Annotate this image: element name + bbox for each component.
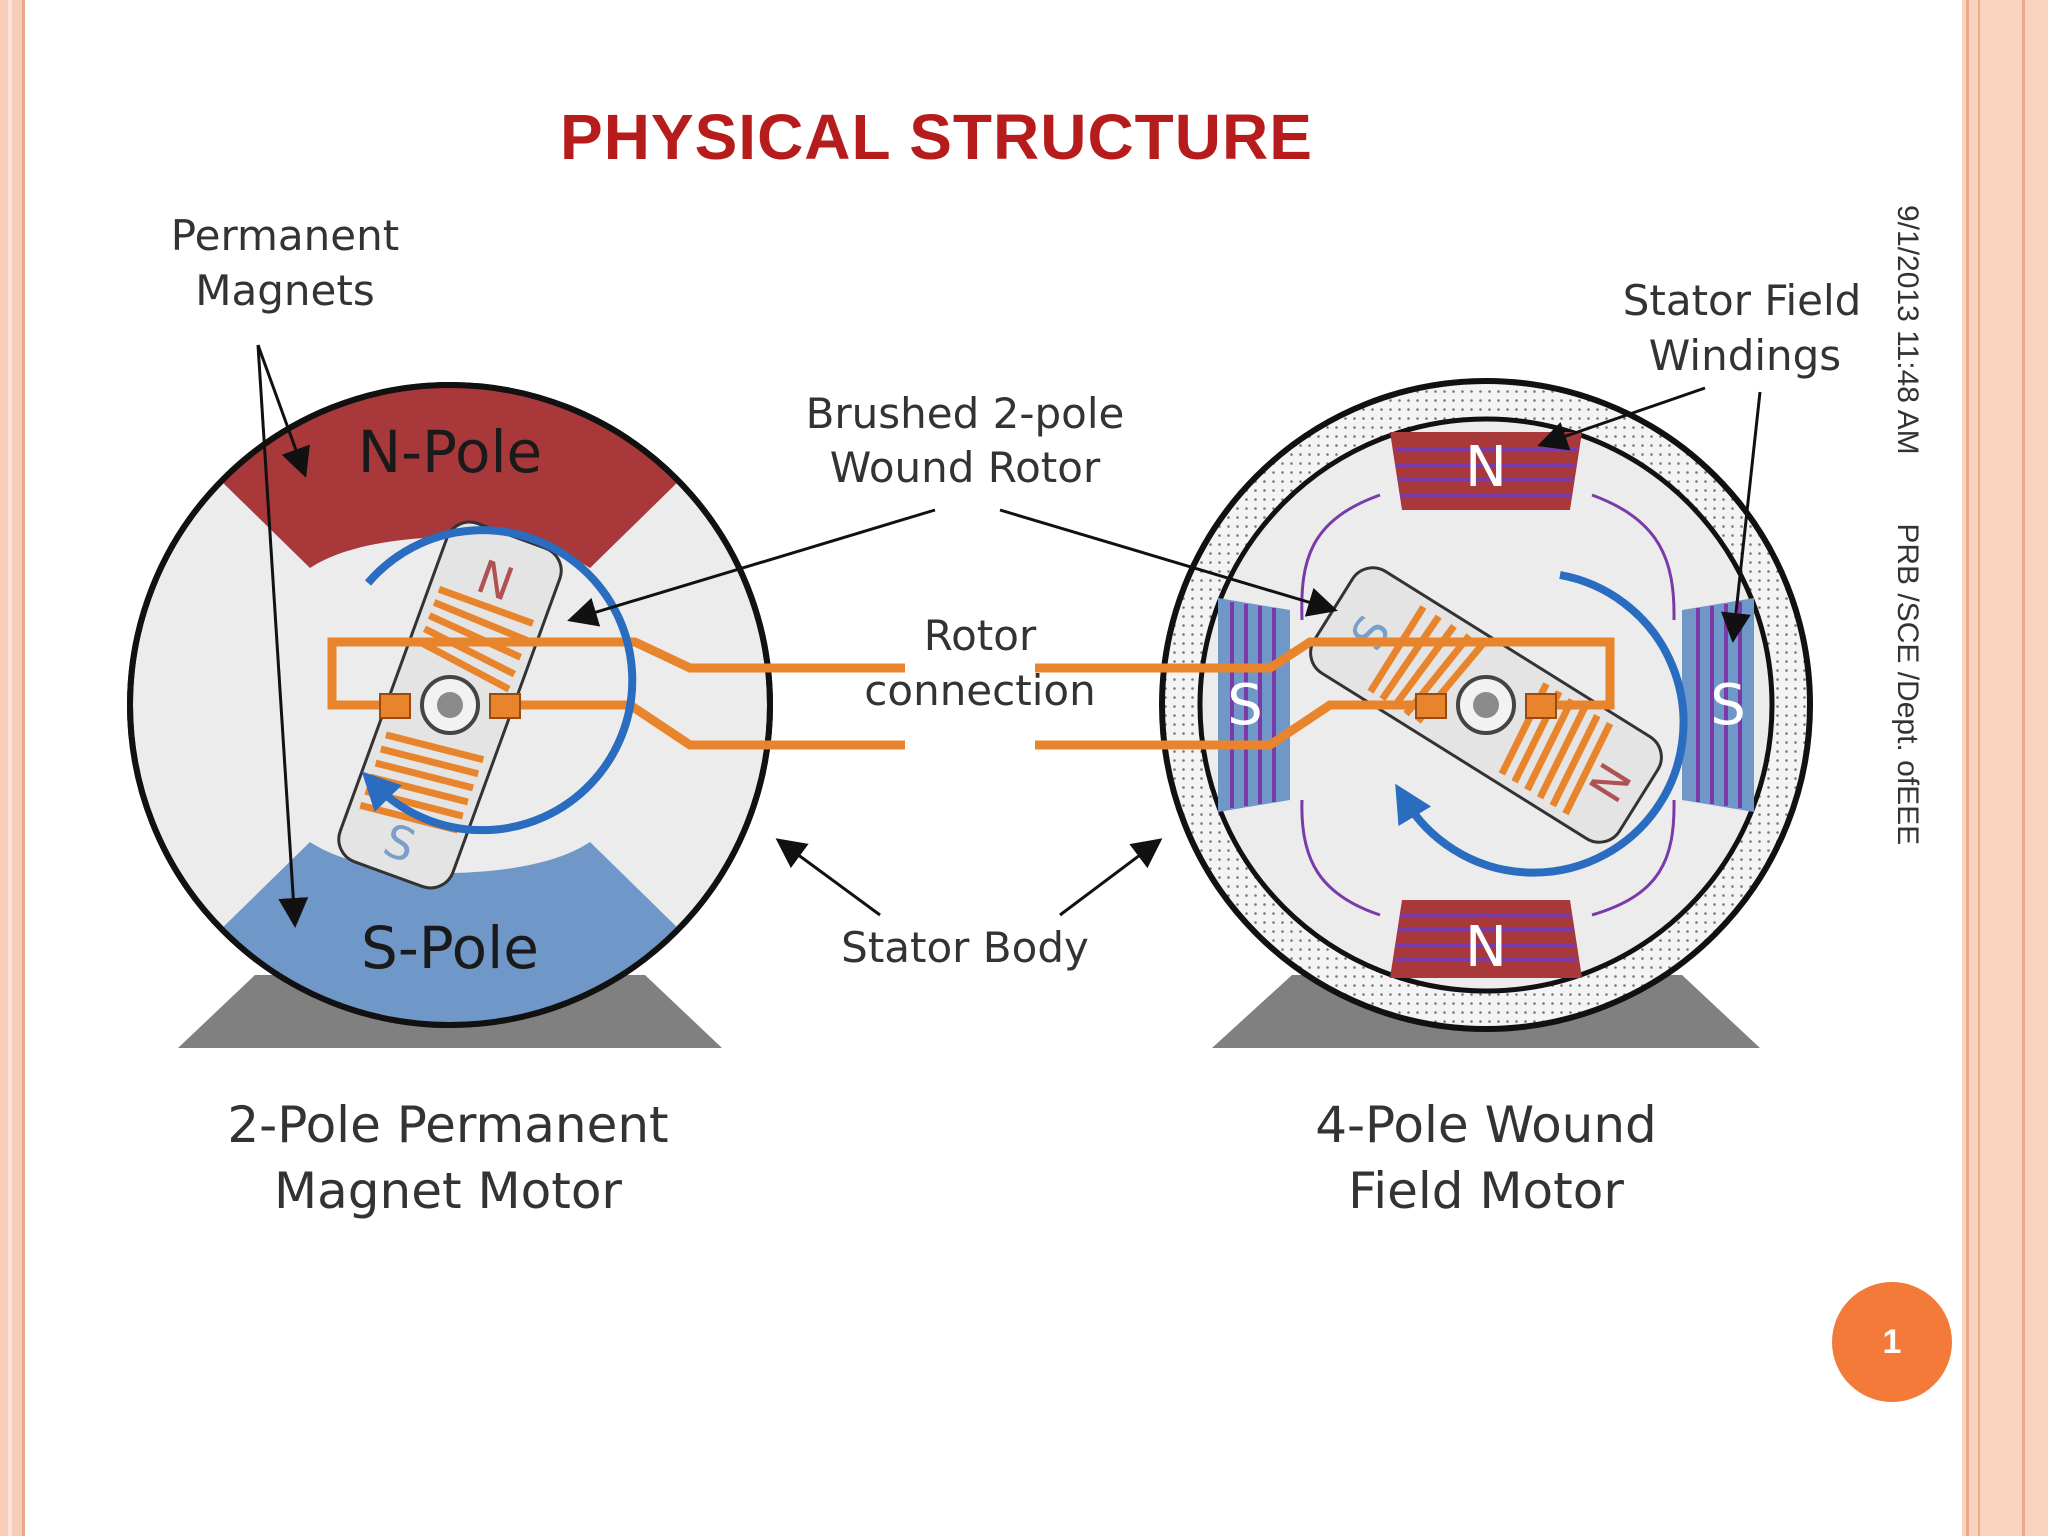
n-pole-magnet [215, 387, 685, 568]
left-rotor-wire-upper [327, 637, 905, 710]
right-pole-right-label: S [1710, 673, 1746, 738]
left-rotor-wire-lower [505, 700, 905, 750]
right-motor: N N S S [1035, 378, 1813, 1048]
svg-text:Wound Rotor: Wound Rotor [830, 443, 1101, 492]
svg-text:connection: connection [864, 666, 1095, 715]
right-pole-bottom-label: N [1465, 915, 1507, 980]
right-rotor-wire-lower [1035, 700, 1430, 750]
label-brushed-rotor: Brushed 2-pole Wound Rotor [567, 389, 1338, 627]
right-frame-border [1962, 0, 2048, 1536]
left-rotation-arrow [361, 526, 637, 835]
page-number-badge: 1 [1832, 1282, 1952, 1402]
right-motor-caption-line1: 4-Pole Wound [1315, 1096, 1657, 1154]
left-motor-caption-line2: Magnet Motor [274, 1162, 622, 1220]
right-pole-left-label: S [1227, 673, 1263, 738]
left-frame-border [0, 0, 25, 1536]
s-pole-magnet [215, 842, 685, 1023]
s-pole-label: S-Pole [361, 914, 539, 982]
svg-text:Rotor: Rotor [924, 611, 1037, 660]
label-stator-field-windings: Stator Field Windings [1537, 276, 1862, 643]
label-permanent-magnets: Permanent Magnets [171, 211, 399, 928]
label-stator-body: Stator Body [775, 838, 1163, 972]
svg-text:Brushed 2-pole: Brushed 2-pole [806, 389, 1125, 438]
slide-title: PHYSICAL STRUCTURE [560, 101, 1313, 173]
right-pole-left: S [1218, 598, 1290, 812]
right-pole-top: N [1390, 432, 1582, 510]
right-rotor-wire-upper [1035, 637, 1615, 710]
label-rotor-connection: Rotor connection [864, 611, 1095, 715]
n-pole-label: N-Pole [358, 418, 543, 486]
right-motor-caption-line2: Field Motor [1348, 1162, 1624, 1220]
svg-text:Permanent: Permanent [171, 211, 399, 260]
svg-text:Windings: Windings [1649, 331, 1841, 380]
right-rotation-arrow [1395, 571, 1688, 877]
left-motor-caption-line1: 2-Pole Permanent [227, 1096, 668, 1154]
right-pole-bottom: N [1390, 900, 1582, 980]
svg-text:Stator Field: Stator Field [1623, 276, 1862, 325]
svg-text:Stator Body: Stator Body [841, 923, 1089, 972]
svg-text:Magnets: Magnets [195, 266, 374, 315]
right-pole-right: S [1682, 598, 1754, 812]
right-pole-top-label: N [1465, 435, 1507, 500]
left-motor: N-Pole S-Pole N S [127, 382, 905, 1048]
